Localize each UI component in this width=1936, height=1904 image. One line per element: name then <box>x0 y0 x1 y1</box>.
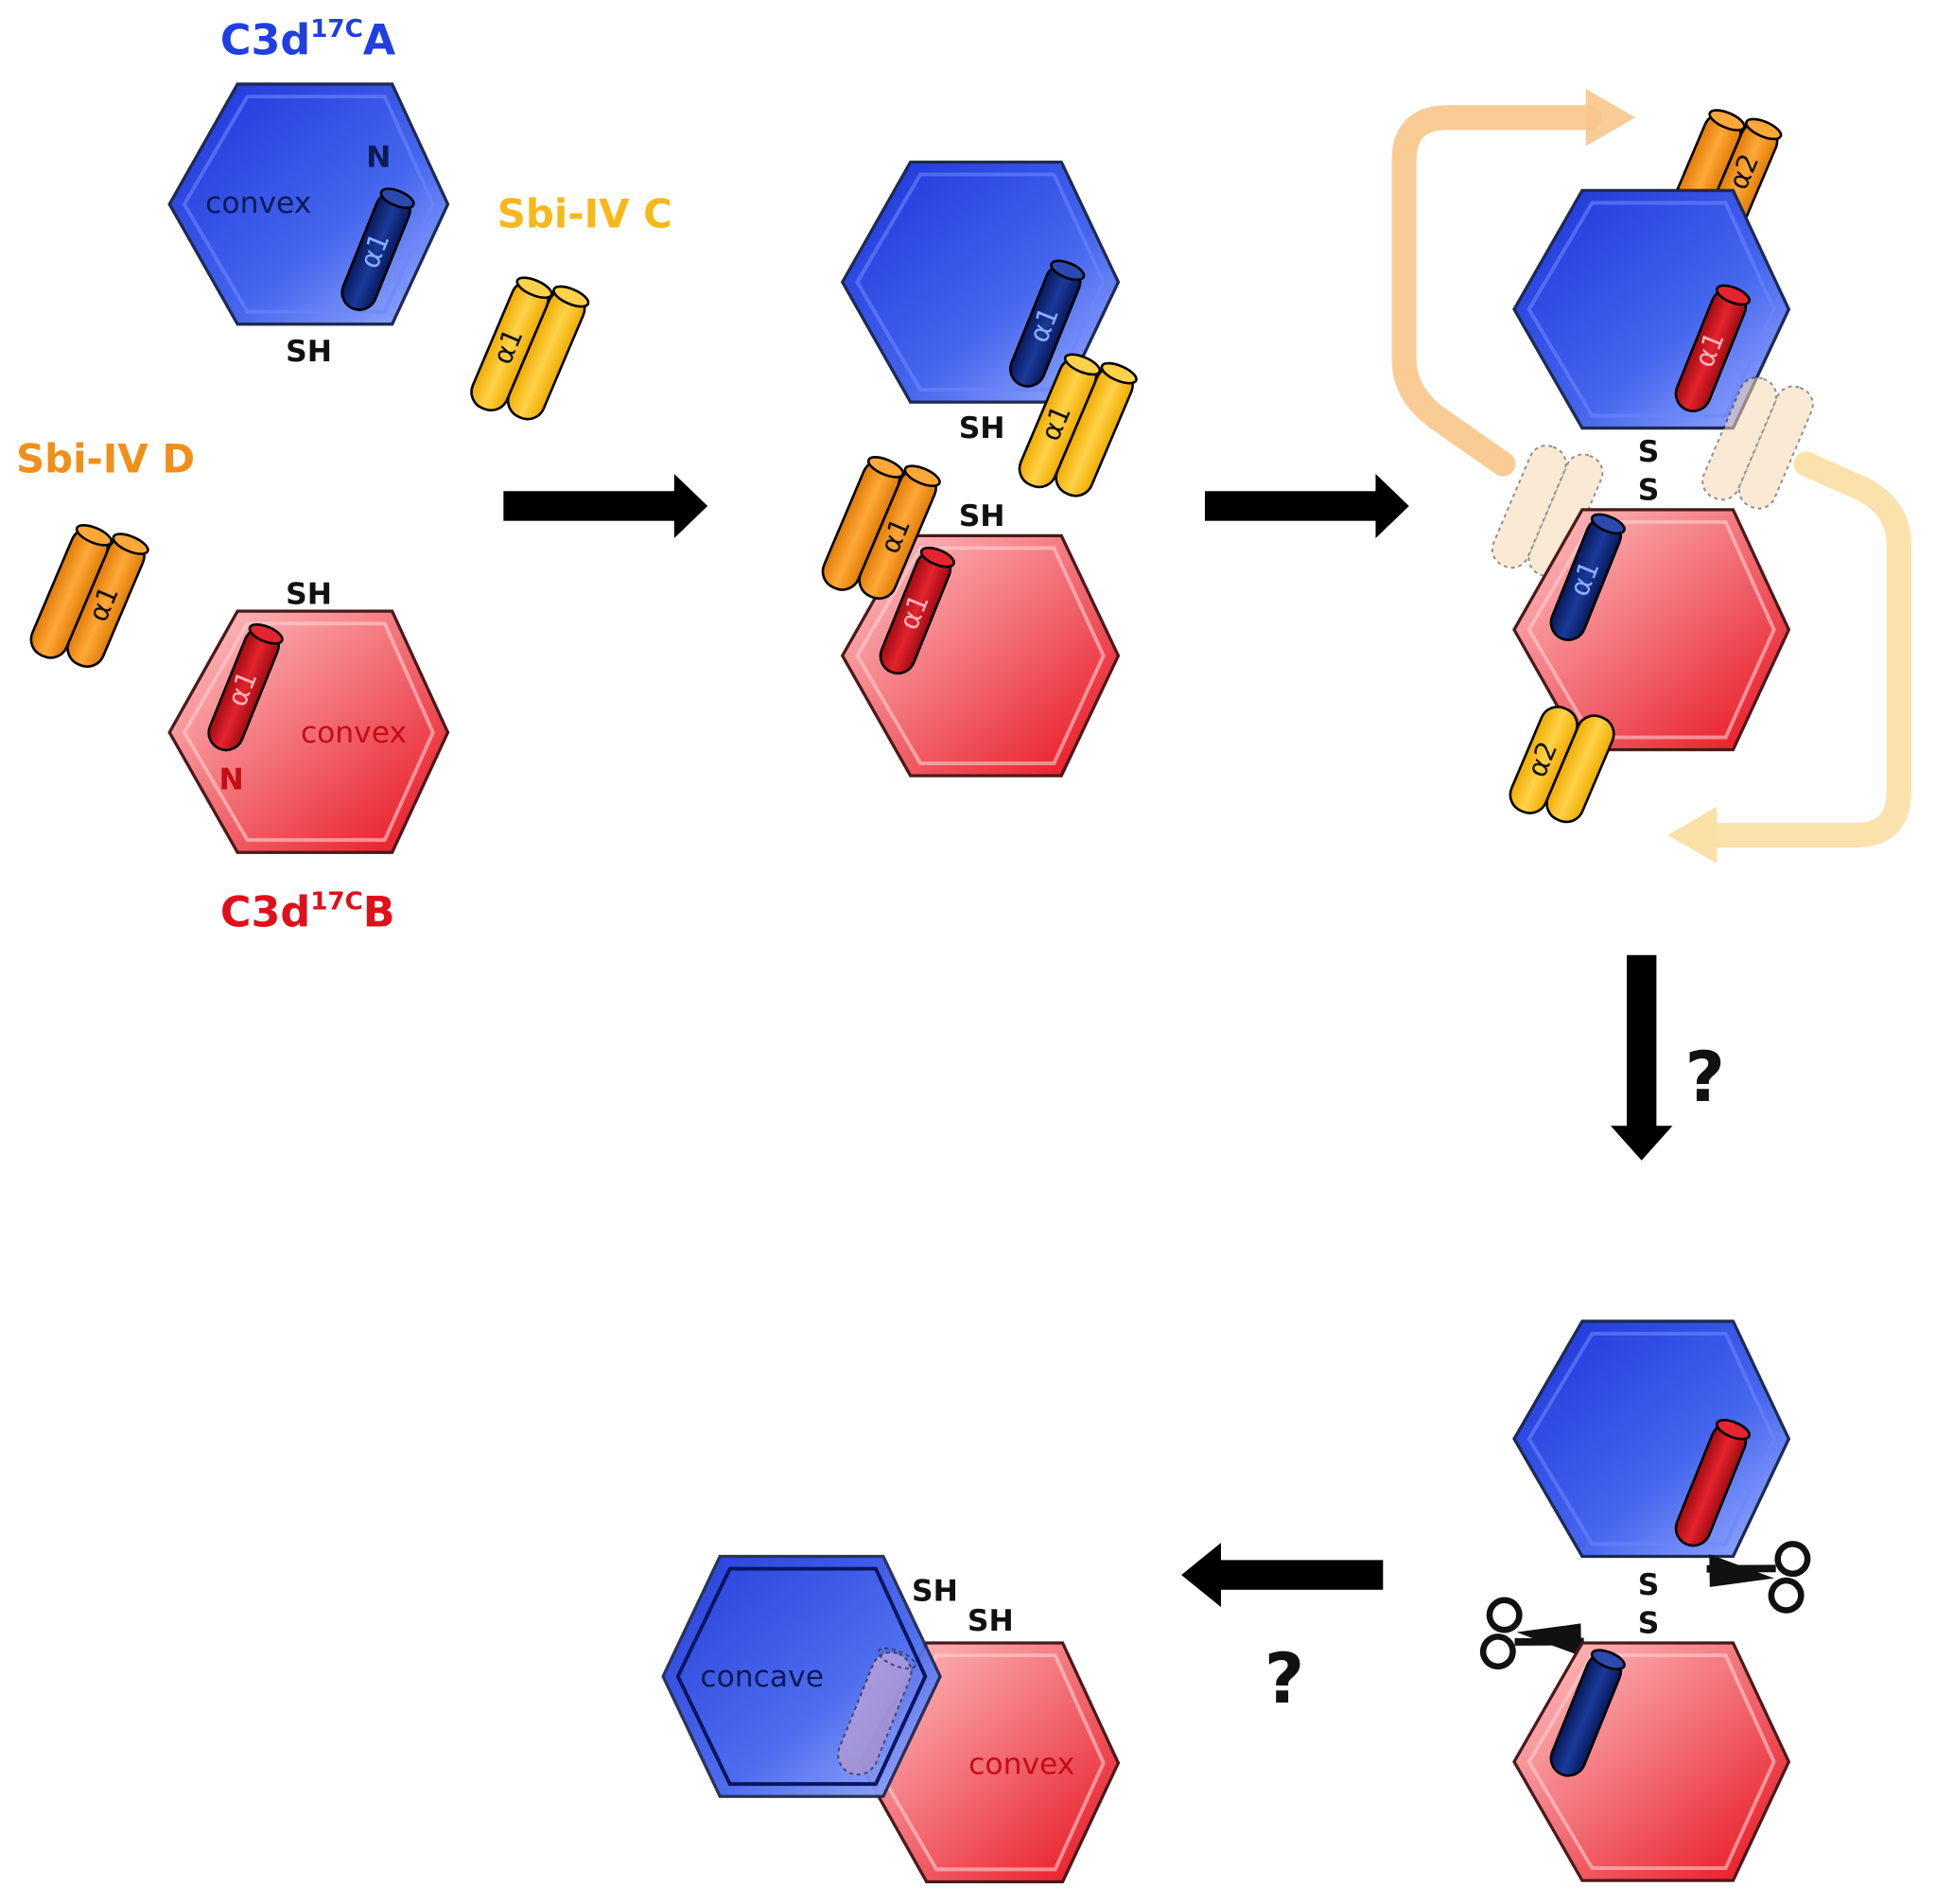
sh-label-a: SH <box>912 1575 958 1609</box>
c3d-a-title: C3d17CA <box>220 15 396 64</box>
alpha1-helix-a-swapped: α1 <box>1549 513 1626 641</box>
arrow-right-icon <box>503 473 708 538</box>
ghost-sbi-helices-right <box>1701 376 1814 510</box>
sbi-iv-d-label: Sbi-IV D <box>16 436 195 482</box>
arrow-right-icon <box>1204 473 1409 538</box>
alpha1-helix-a: α1 <box>1009 259 1086 388</box>
alpha1-helix-b-cleave <box>1674 1419 1752 1547</box>
alpha1-helix-b-swapped: α1 <box>1674 284 1752 412</box>
scissors-icon <box>1479 1597 1584 1670</box>
convex-label-final: convex <box>968 1748 1074 1782</box>
cycle-arrowhead-top <box>1585 89 1636 147</box>
sh-label-b: SH <box>959 499 1005 533</box>
s-label-top: S <box>1638 1568 1660 1602</box>
c3d-b-title: C3d17CB <box>220 887 395 936</box>
sh-label-a: SH <box>286 335 332 369</box>
alpha1-helix-b: α1 <box>207 623 284 752</box>
ghost-helix-final <box>837 1647 916 1776</box>
arrow-down-icon <box>1610 954 1673 1161</box>
sbi-iv-c-label: Sbi-IV C <box>497 191 672 237</box>
swap-cycle-arrow-bottom <box>1701 451 1911 847</box>
concave-label: concave <box>700 1660 824 1694</box>
s-label-top: S <box>1638 435 1660 469</box>
sh-label-a: SH <box>959 411 1005 445</box>
s-label-bottom: S <box>1638 473 1660 507</box>
convex-label-b: convex <box>301 716 407 750</box>
n-terminus-label-b: N <box>219 762 244 796</box>
convex-label-a: convex <box>205 186 311 220</box>
scissors-icon <box>1706 1541 1811 1614</box>
question-mark-left: ? <box>1265 1639 1304 1720</box>
alpha1-helix-a-cleave <box>1549 1649 1626 1777</box>
sh-label-b: SH <box>968 1604 1014 1638</box>
s-label-bottom: S <box>1638 1607 1660 1641</box>
arrow-left-icon <box>1181 1543 1384 1608</box>
sbi-iv-c-alpha2-helices: α2 <box>1509 706 1615 824</box>
sbi-iv-c-helices: α1 <box>470 276 590 421</box>
question-mark-down: ? <box>1684 1038 1724 1118</box>
sbi-iv-d-helices: α1 <box>821 456 941 601</box>
n-terminus-label-a: N <box>366 141 391 175</box>
swap-cycle-arrow-top <box>1391 105 1602 477</box>
cycle-arrowhead-bottom <box>1667 806 1718 864</box>
sh-label-b: SH <box>286 577 332 611</box>
sbi-iv-d-helices: α1 <box>29 523 149 669</box>
